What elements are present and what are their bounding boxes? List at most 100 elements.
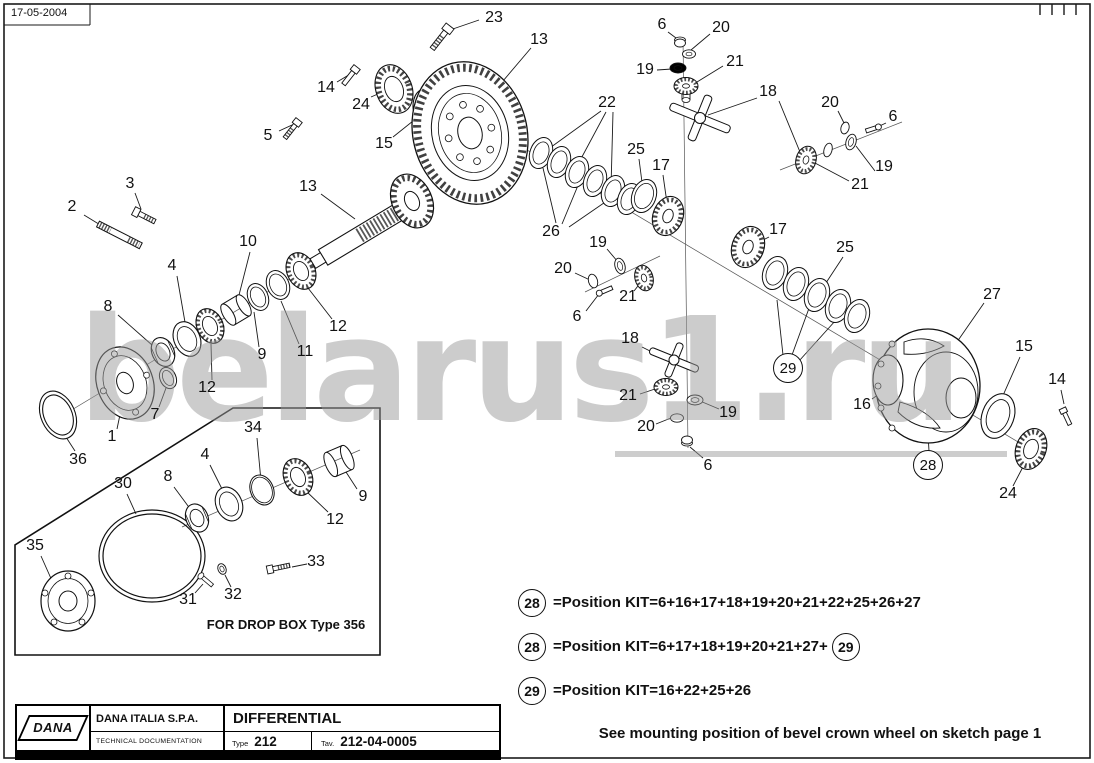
part-stud-31 (197, 572, 215, 588)
part-gear-21-top (673, 77, 699, 103)
part-bearing-24b (1014, 428, 1048, 470)
part-gear-21-bottom (653, 378, 679, 396)
part-washer-32 (217, 563, 227, 575)
part-callout-16: 16 (853, 396, 871, 413)
watermark-underline (615, 451, 1007, 457)
part-callout-22: 22 (598, 94, 616, 111)
part-spider-18-bottom (648, 342, 700, 378)
part-ring-25a (630, 179, 658, 213)
part-callout-21: 21 (619, 288, 637, 305)
part-callout-13: 13 (299, 178, 317, 195)
part-callout-31: 31 (179, 591, 197, 608)
part-callout-12: 12 (198, 379, 216, 396)
part-bolt-3 (130, 206, 157, 225)
part-callout-21: 21 (851, 176, 869, 193)
part-crown-wheel-13 (411, 61, 529, 205)
part-callout-25: 25 (836, 239, 854, 256)
part-pinion-shaft-13 (309, 173, 435, 269)
part-callout-25: 25 (627, 141, 645, 158)
part-bearing-12c (282, 458, 314, 496)
kit-badge-29-suffix: 29 (831, 632, 860, 661)
part-side-gear-17a (651, 195, 685, 237)
dana-logo-cell: DANA (17, 706, 91, 750)
part-callout-35: 35 (26, 537, 44, 554)
part-callout-6: 6 (572, 308, 582, 325)
type-group: Type 212 (225, 732, 311, 750)
part-nut-8b (184, 503, 210, 533)
part-callout-20: 20 (821, 94, 839, 111)
part-washer-19-bottom (686, 394, 704, 406)
part-stud-2 (95, 220, 143, 250)
part-callout-13: 13 (530, 31, 548, 48)
part-callout-2: 2 (67, 198, 77, 215)
part-callout-9: 9 (358, 488, 368, 505)
part-callout-20: 20 (637, 418, 655, 435)
part-callout-21: 21 (726, 53, 744, 70)
part-callout-28-circled: 28 (913, 450, 943, 480)
kit-text-2: =Position KIT=6+17+18+19+20+21+27+ (553, 638, 828, 655)
inset-label: FOR DROP BOX Type 356 (206, 617, 366, 632)
part-callout-32: 32 (224, 586, 242, 603)
drawing-cell: DIFFERENTIAL Type 212 Tav. 212-04-0005 (225, 706, 499, 750)
part-callout-15: 15 (1015, 338, 1033, 355)
part-hub-35 (40, 570, 96, 632)
part-gear-21-right (795, 145, 817, 175)
part-callout-12: 12 (329, 318, 347, 335)
drawing-title: DIFFERENTIAL (225, 706, 499, 732)
part-callout-4: 4 (167, 257, 177, 274)
part-nut-6-top (674, 36, 686, 48)
part-callout-27: 27 (983, 286, 1001, 303)
part-callout-17: 17 (652, 157, 670, 174)
kit-row-2: 28 =Position KIT=6+17+18+19+20+21+27+ 29 (518, 632, 921, 661)
part-callout-30: 30 (114, 475, 132, 492)
part-nut-8 (150, 337, 176, 367)
kit-badge-29: 29 (518, 676, 546, 705)
kit-text-3: =Position KIT=16+22+25+26 (553, 682, 752, 699)
part-callout-33: 33 (307, 553, 325, 570)
part-callout-15: 15 (375, 135, 393, 152)
part-side-gear-17b (730, 225, 766, 269)
sheet-frame (3, 3, 1091, 759)
part-callout-4: 4 (200, 446, 210, 463)
part-callout-12: 12 (326, 511, 344, 528)
part-washer-20-left (587, 273, 599, 289)
part-callout-20: 20 (554, 260, 572, 277)
part-callout-36: 36 (69, 451, 87, 468)
part-callout-19: 19 (636, 61, 654, 78)
part-callout-10: 10 (239, 233, 257, 250)
part-oring-36 (38, 390, 78, 440)
type-value: 212 (254, 733, 277, 749)
part-ring-34 (249, 474, 275, 506)
tav-label: Tav. (321, 739, 335, 748)
part-washer-20-right (840, 121, 850, 135)
part-bearing-24 (374, 64, 414, 114)
part-washer-20-bottom (670, 413, 684, 423)
part-callout-1: 1 (107, 428, 117, 445)
part-ring-9 (246, 283, 270, 311)
part-washer-19-top (669, 62, 687, 74)
part-diff-housing-27 (872, 328, 981, 444)
part-oring-30 (98, 509, 206, 603)
part-bolt-23 (429, 22, 455, 52)
title-block-bottom-bar (15, 752, 501, 760)
doc-type: TECHNICAL DOCUMENTATION (96, 737, 203, 745)
title-block: DANA DANA ITALIA S.P.A. TECHNICAL DOCUME… (15, 704, 501, 752)
part-callout-6: 6 (703, 457, 713, 474)
part-bolt-33 (265, 562, 291, 575)
part-pin-6-right (864, 123, 882, 134)
part-spider-18-top (669, 94, 731, 142)
part-callout-18: 18 (621, 330, 639, 347)
part-washer-19-left (614, 257, 626, 275)
part-callout-7: 7 (150, 406, 160, 423)
part-callout-26: 26 (542, 223, 560, 240)
part-callout-6: 6 (888, 108, 898, 125)
tav-value: 212-04-0005 (340, 733, 417, 749)
part-washer-stack-25 (761, 256, 871, 333)
part-seal-4 (172, 321, 202, 357)
part-callout-20: 20 (712, 19, 730, 36)
drop-box-inset-outline (14, 407, 381, 656)
part-callout-29-circled: 29 (773, 353, 803, 383)
part-callout-19: 19 (589, 234, 607, 251)
